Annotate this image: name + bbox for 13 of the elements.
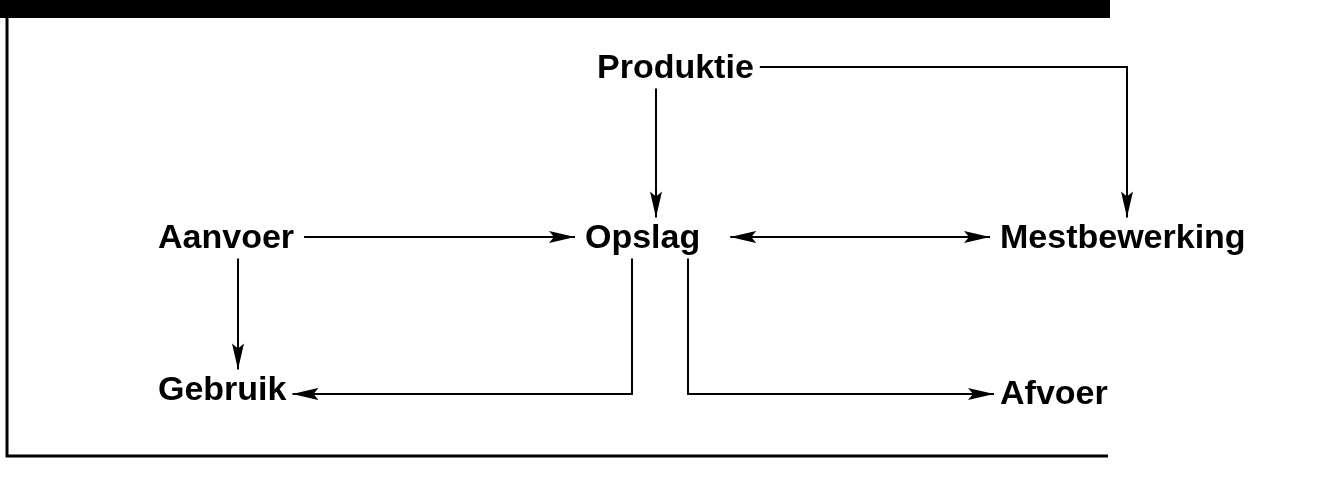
arrow [291,257,633,400]
node-label: Afvoer [1000,373,1108,413]
arrow [758,66,1133,219]
arrow [232,257,244,371]
node-label: Opslag [585,217,701,257]
node-label: Aanvoer [158,217,295,257]
node-label: Gebruik [158,369,287,409]
arrow [650,87,662,219]
arrow [687,257,995,400]
arrow [729,231,991,243]
node-label: Mestbewerking [1000,217,1246,257]
node-label: Produktie [597,47,754,87]
arrow [303,231,576,243]
